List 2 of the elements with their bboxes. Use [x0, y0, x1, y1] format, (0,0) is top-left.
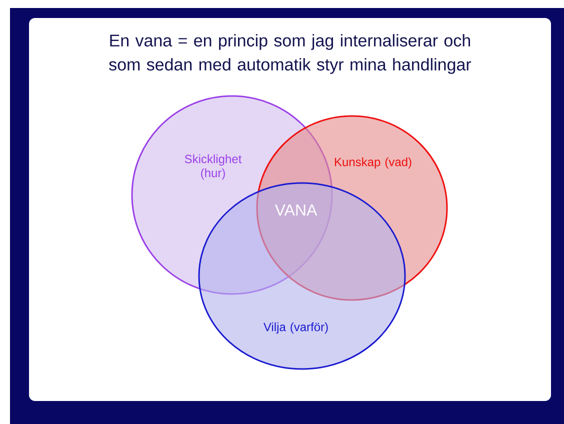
intersection-label: VANA	[274, 204, 318, 216]
title: En vana = en princip som jag internaliserar och som sedan med automatik styr mina handlingar	[109, 34, 472, 74]
